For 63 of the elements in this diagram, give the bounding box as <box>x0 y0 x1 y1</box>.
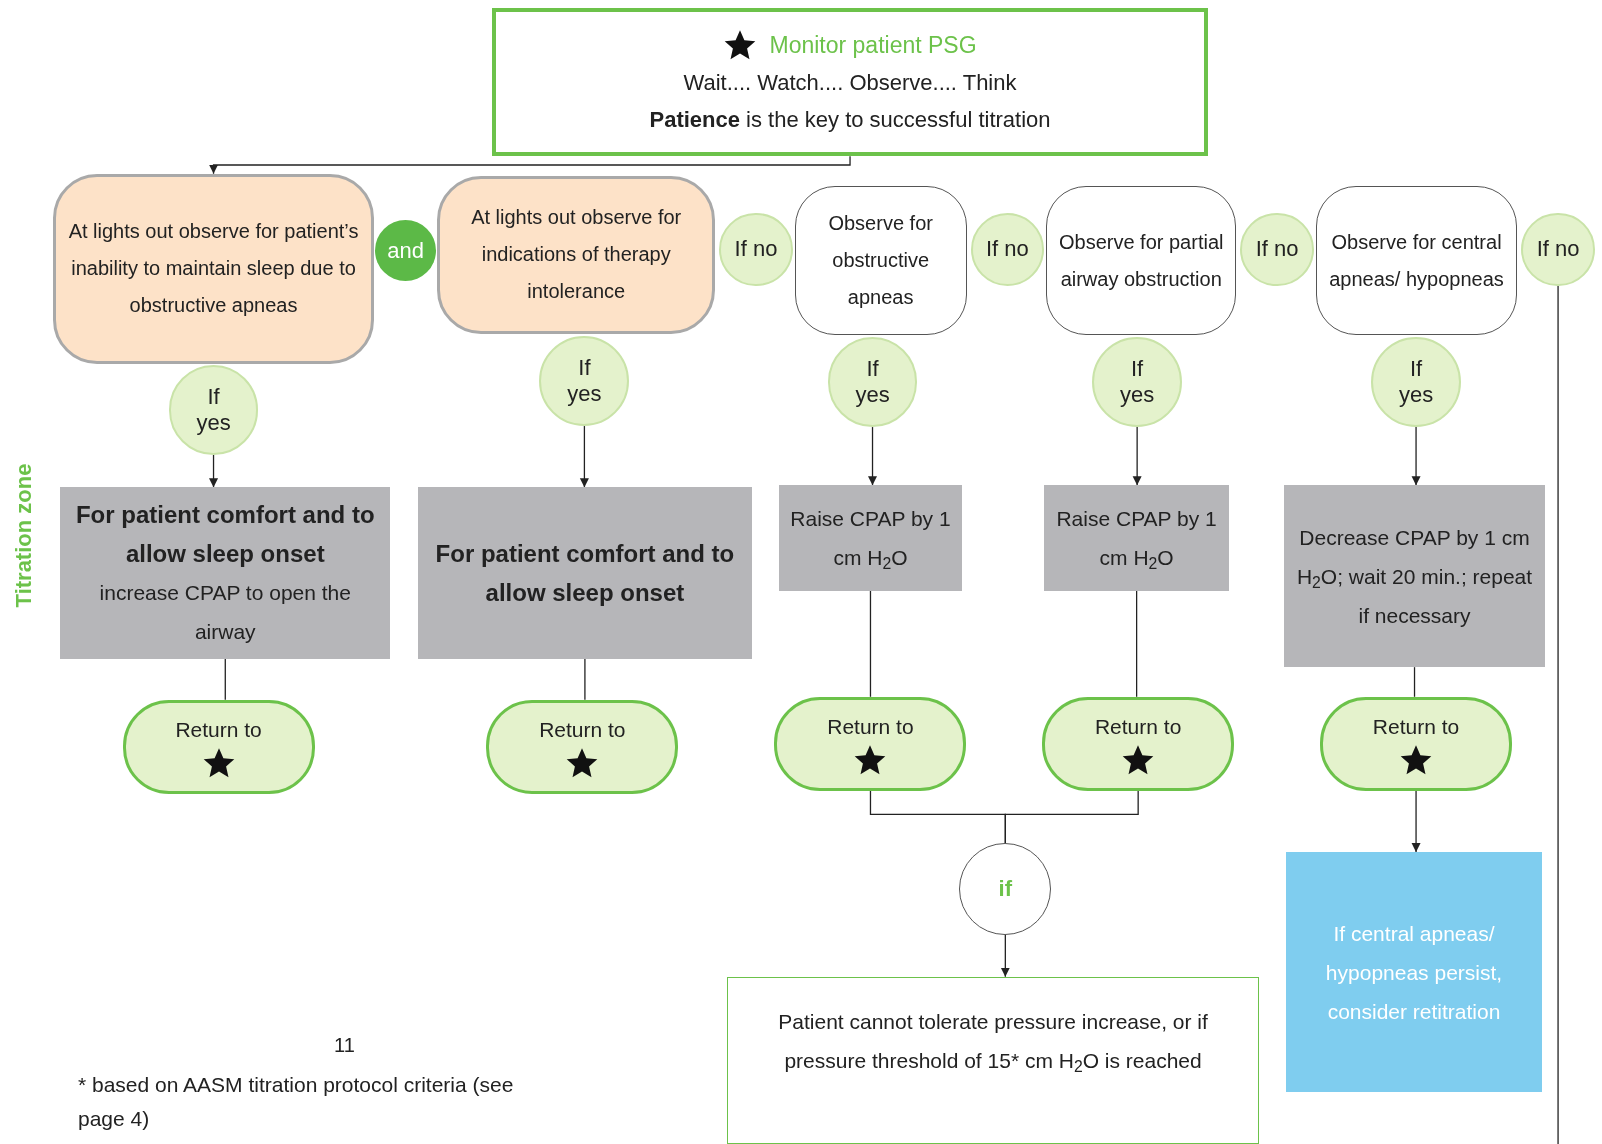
connector-line <box>224 658 226 701</box>
node-text: Observe for central apneas/ hypopneas <box>1328 229 1505 292</box>
node-text: Raise CPAP by 1 cm H$_{2}$O <box>1055 505 1218 574</box>
observation-box <box>437 175 716 335</box>
node-text: If no <box>734 236 778 263</box>
outcome-box <box>727 976 1259 1144</box>
node-text: At lights out observe for indications of therapy intolerance <box>470 205 683 305</box>
connector-line <box>869 589 872 698</box>
node-text: Return to <box>1094 714 1182 740</box>
arrow <box>209 454 219 488</box>
node-text: Patience is the key to successful titration <box>649 106 1051 135</box>
arrow <box>209 155 851 175</box>
arrow <box>1411 426 1421 486</box>
node-text: Decrease CPAP by 1 cm H$_{2}$O; wait 20 min.; repeat if necessary <box>1295 524 1534 629</box>
node-text: and <box>387 236 424 265</box>
arrow <box>1132 426 1142 486</box>
action-box <box>1044 485 1230 591</box>
node-text: If yes <box>566 355 603 408</box>
node-text: If yes <box>1119 356 1156 409</box>
node-text: Observe for partial airway obstruction <box>1057 229 1225 292</box>
header-box <box>492 8 1208 157</box>
observation-box <box>1046 185 1237 336</box>
action-box <box>778 485 963 591</box>
zone-label: Titration zone <box>10 463 38 607</box>
node-text: If yes <box>854 356 891 409</box>
connector-line <box>1413 666 1416 698</box>
heading-text: For patient comfort and to allow sleep onset <box>74 500 376 570</box>
header-title: Monitor patient PSG <box>769 31 977 60</box>
arrow <box>579 425 589 488</box>
node-text: If no <box>985 236 1030 263</box>
node-text: increase CPAP to open the airway <box>98 580 352 646</box>
footnote: * based on AASM titration protocol criteria (see page 4) <box>78 1072 515 1132</box>
action-box <box>417 487 752 659</box>
node-text: If central apneas/ hypopneas persist, consider retitration <box>1324 920 1504 1025</box>
connector-line <box>1557 285 1559 1144</box>
note-box <box>1286 852 1542 1093</box>
action-box <box>1284 485 1545 668</box>
observation-box <box>53 173 374 364</box>
arrow <box>1411 790 1421 853</box>
connector-line <box>1135 589 1138 698</box>
node-text: Return to <box>1372 714 1460 740</box>
node-text: Return to <box>175 717 262 744</box>
node-text: If no <box>1255 236 1300 263</box>
arrow <box>1000 934 1010 978</box>
node-text: For patient comfort and to allow sleep onset <box>434 539 736 609</box>
page-number: 11 <box>334 1033 355 1058</box>
node-text: Patient cannot tolerate pressure increase, or if pressure threshold of 15* cm H$_{2}$O is reached <box>777 1008 1209 1077</box>
node-text: Return to <box>827 714 914 740</box>
node-text: If no <box>1536 236 1581 263</box>
node-text: Wait.... Watch.... Observe.... Think <box>683 69 1017 98</box>
observation-box <box>1315 185 1518 336</box>
observation-box <box>794 185 967 336</box>
connector-line <box>1004 790 1139 844</box>
arrow <box>868 426 877 486</box>
node-text: Raise CPAP by 1 cm H$_{2}$O <box>789 505 952 574</box>
node-text: Observe for obstructive apneas <box>827 211 934 310</box>
connector-line <box>584 658 586 701</box>
node-text: if <box>998 875 1013 904</box>
node-text: Return to <box>539 717 626 744</box>
node-text: At lights out observe for patient’s inability to maintain sleep due to obstructive apneas <box>68 219 359 319</box>
node-text: If yes <box>1397 356 1435 409</box>
action-box <box>60 487 391 659</box>
node-text: If yes <box>195 383 232 436</box>
